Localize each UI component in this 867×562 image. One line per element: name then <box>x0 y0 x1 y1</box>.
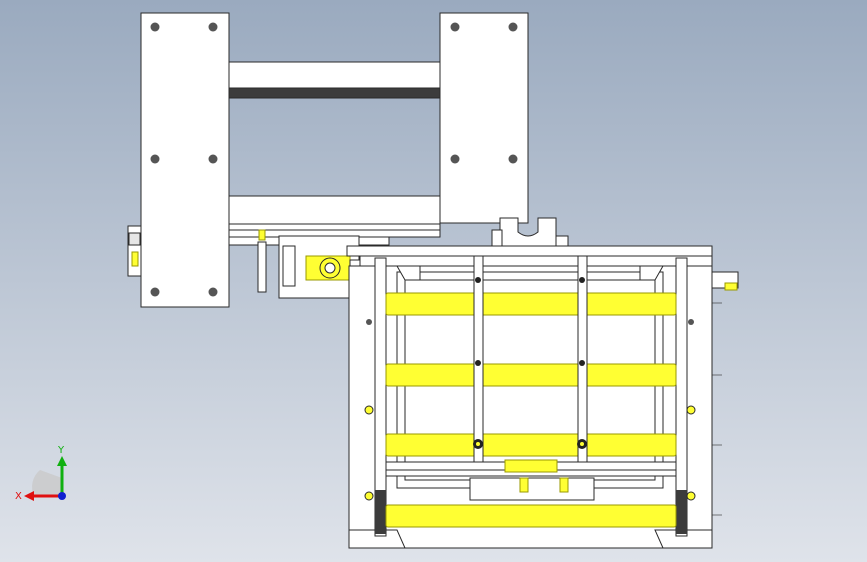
right-leader-lines <box>712 302 722 516</box>
right-mounting-plate <box>439 12 529 224</box>
roller <box>385 433 677 457</box>
gantry-crossbars <box>228 61 441 225</box>
right-sensor-bracket <box>711 271 739 291</box>
left-plate-bolts <box>150 22 218 297</box>
side-posts <box>374 257 688 537</box>
yellow-fitting <box>258 229 266 241</box>
roller <box>385 504 677 528</box>
coordinate-triad-icon: Y X <box>15 445 67 502</box>
triad-x-label: X <box>15 491 22 502</box>
top-beam <box>346 245 713 267</box>
roller <box>385 363 677 387</box>
hook-bracket <box>491 217 569 247</box>
right-plate-bolts <box>450 22 518 164</box>
roller-group <box>385 292 677 528</box>
support-rod <box>257 241 267 293</box>
left-wall-fasteners <box>364 319 696 501</box>
roller <box>385 292 677 316</box>
left-mounting-plate <box>140 12 230 308</box>
left-sensor-bracket <box>127 225 142 277</box>
center-clamp <box>469 459 595 501</box>
triad-y-label: Y <box>57 445 65 456</box>
